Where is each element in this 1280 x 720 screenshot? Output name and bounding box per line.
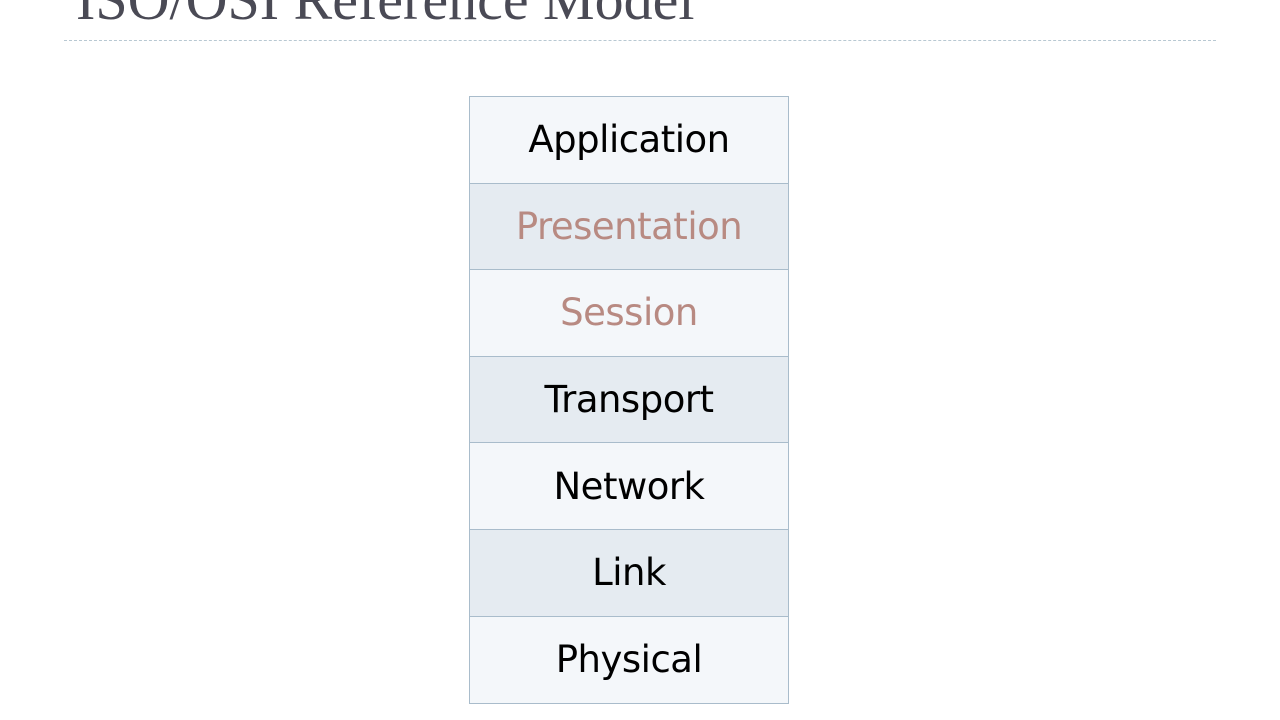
title-divider	[64, 40, 1216, 41]
layer-session: Session	[470, 270, 788, 357]
layer-application: Application	[470, 97, 788, 184]
layer-link: Link	[470, 529, 788, 617]
layer-network: Network	[470, 443, 788, 530]
layer-presentation: Presentation	[470, 183, 788, 271]
layer-transport: Transport	[470, 356, 788, 444]
slide-title: ISO/OSI Reference Model	[76, 0, 695, 33]
osi-layer-stack: Application Presentation Session Transpo…	[469, 96, 789, 705]
layer-physical: Physical	[470, 616, 788, 704]
